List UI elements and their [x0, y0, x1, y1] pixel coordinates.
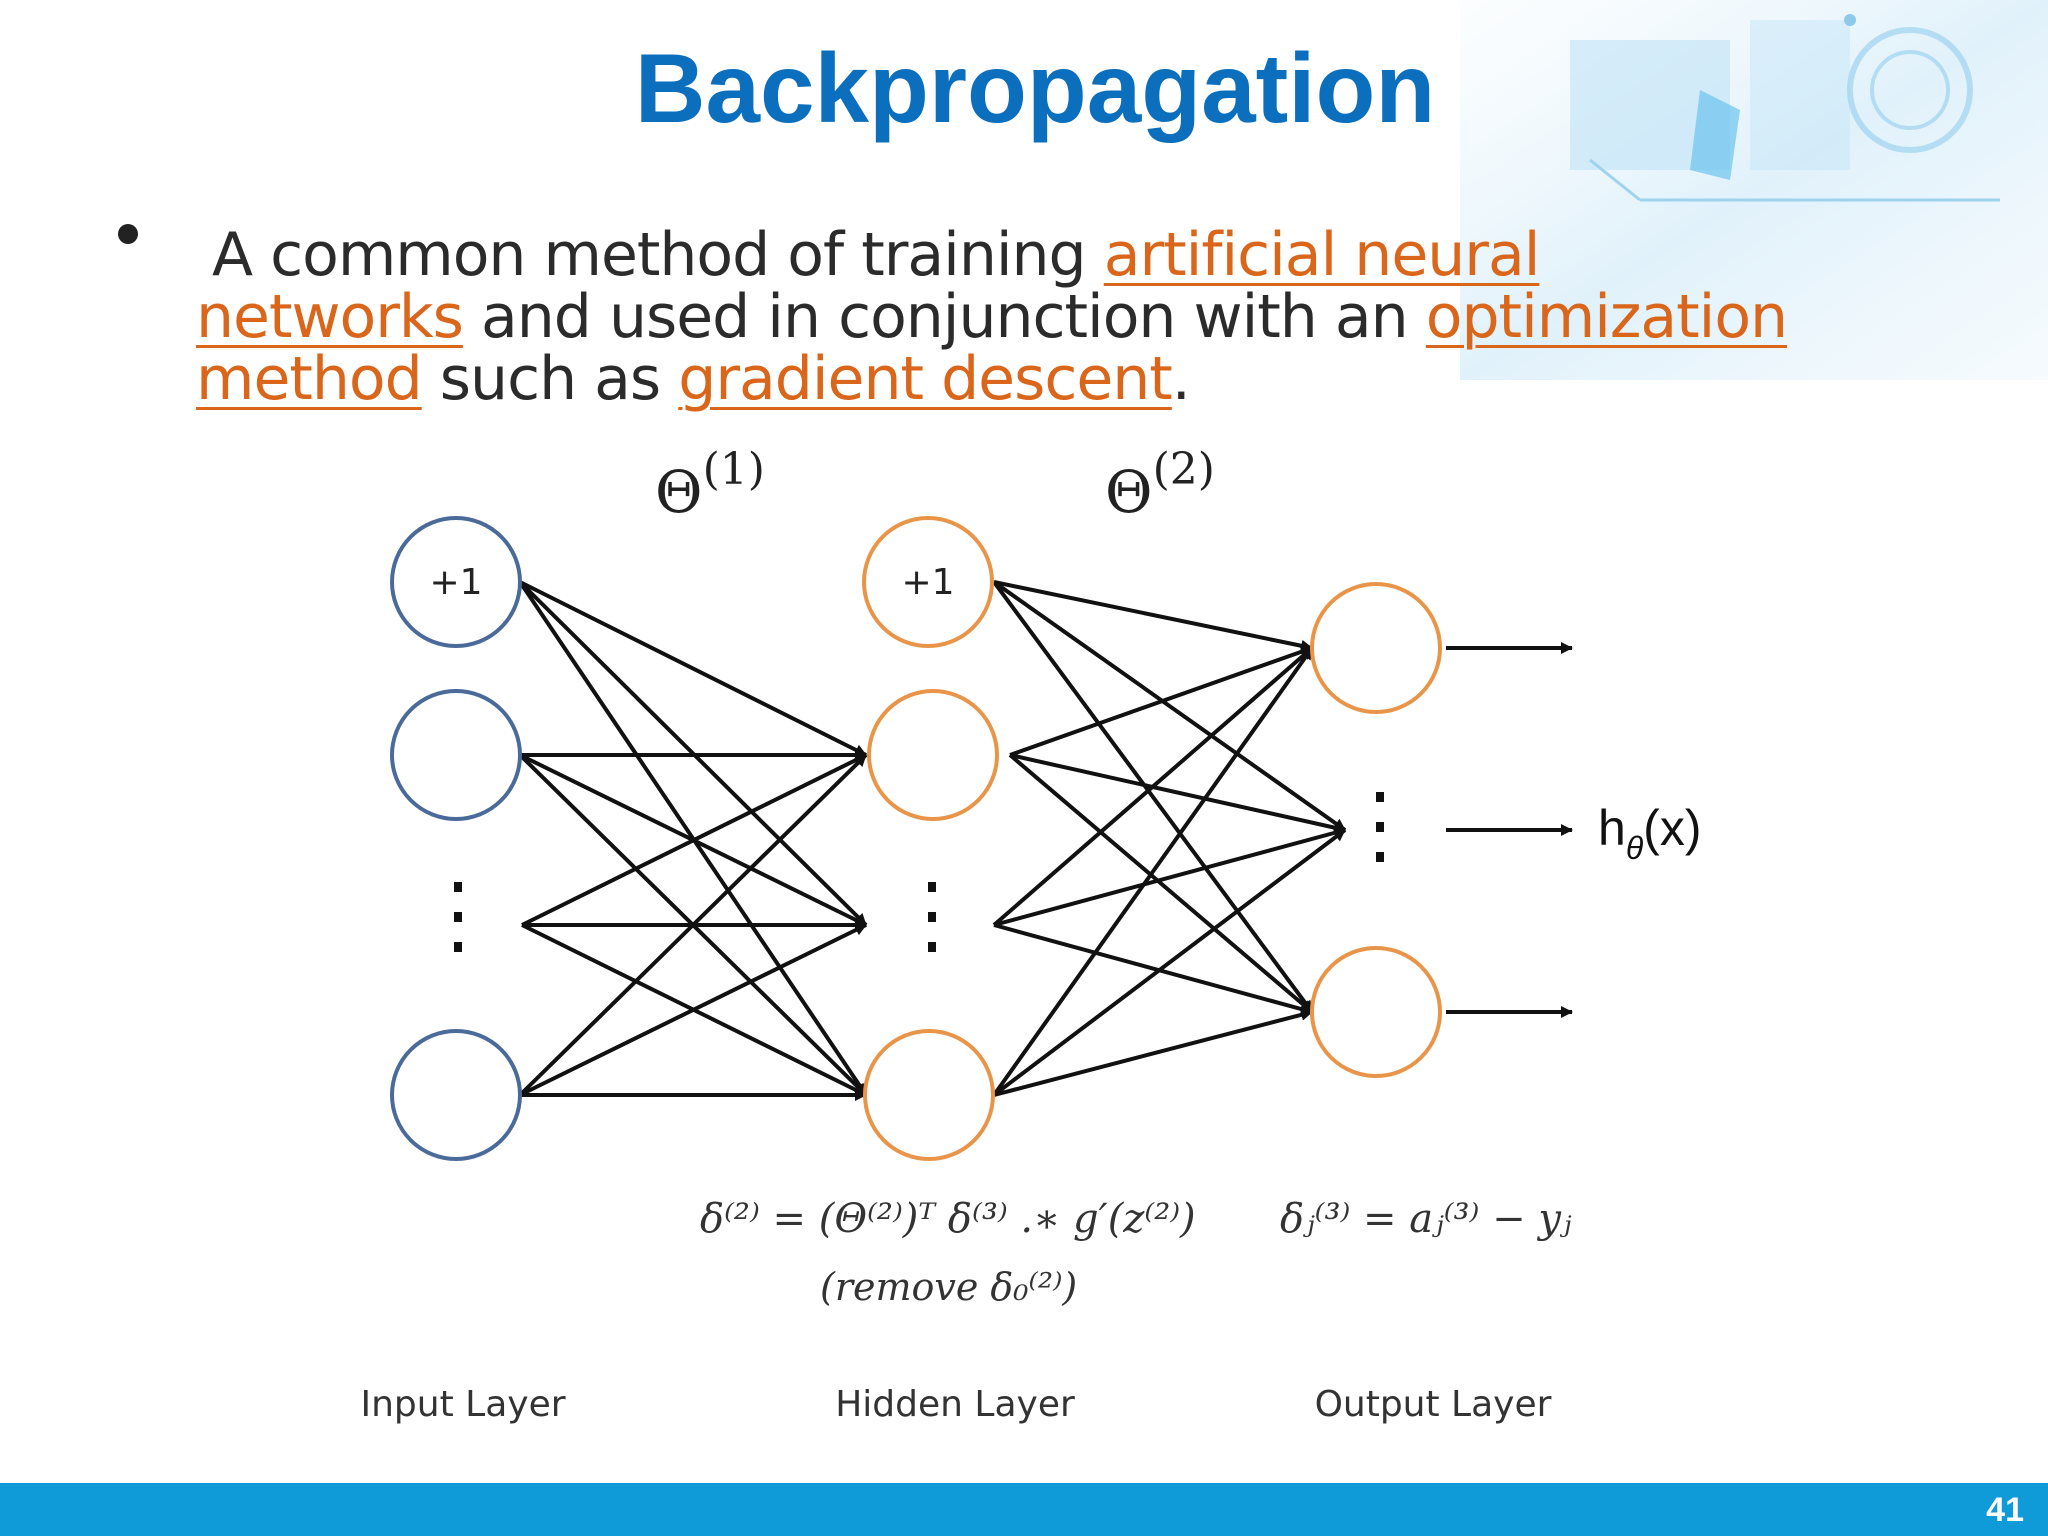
remove-bias-note: (remove δ₀⁽²⁾) [820, 1265, 1077, 1309]
link-optimization-method[interactable]: optimization [1425, 282, 1788, 352]
weight-edge [1008, 753, 1314, 1014]
output-node [1310, 582, 1442, 714]
bullet-text-end: . [1171, 344, 1191, 414]
input-bias-node [390, 516, 522, 648]
slide-title: Backpropagation [634, 33, 1436, 143]
output-layer-label: Output Layer [1315, 1384, 1552, 1425]
weight-edge [521, 753, 867, 927]
weight-edge [993, 1008, 1313, 1097]
input-node [390, 689, 522, 821]
weight-edge [993, 923, 1313, 1015]
hidden-ellipsis [928, 882, 936, 952]
link-artificial-neural-networks-cont[interactable]: networks [196, 282, 464, 352]
bullet-point [118, 224, 138, 244]
weight-edge [993, 580, 1313, 652]
hidden-layer-label: Hidden Layer [835, 1384, 1075, 1425]
bullet-text-3: such as [421, 344, 679, 414]
hidden-node [863, 1029, 995, 1161]
theta-2-label: Θ(2) [1105, 444, 1215, 526]
background-decoration [1460, 0, 2048, 380]
weight-edge [519, 580, 867, 757]
output-node [1310, 946, 1442, 1078]
footer-bar: 41 [0, 1483, 2048, 1536]
weight-edge [1009, 646, 1313, 757]
delta2-formula: δ⁽²⁾ = (Θ⁽²⁾)ᵀ δ⁽³⁾ .∗ g′(z⁽²⁾) [700, 1196, 1196, 1242]
theta-1-label: Θ(1) [655, 444, 765, 526]
page-number: 41 [1986, 1491, 2024, 1529]
weight-edge [992, 580, 1314, 1014]
input-bias-label: +1 [429, 562, 482, 603]
weight-edge [518, 753, 868, 1097]
input-node [390, 1029, 522, 1161]
weight-edge [992, 828, 1347, 1097]
link-optimization-method-cont[interactable]: method [196, 344, 423, 414]
neural-network-diagram: Θ(1) Θ(2) +1 +1 hθ(x) δ⁽²⁾ = (Θ⁽²⁾)ᵀ δ⁽³… [360, 444, 1701, 1425]
hidden-node [867, 689, 999, 821]
weight-edge [992, 646, 1314, 927]
weight-edge [992, 646, 1314, 1097]
network-edges [518, 580, 1347, 1101]
bullet-paragraph: A common method of training artificial n… [196, 224, 1846, 410]
input-layer-label: Input Layer [360, 1384, 565, 1425]
link-artificial-neural-networks[interactable]: artificial neural [1103, 220, 1541, 290]
input-ellipsis [454, 882, 462, 952]
hypothesis-label: hθ(x) [1598, 800, 1701, 866]
bullet-text-1: A common method of training [212, 220, 1104, 290]
weight-edge [993, 827, 1346, 927]
weight-edge [1009, 753, 1346, 834]
bullet-text-2: and used in conjunction with an [462, 282, 1426, 352]
delta3-formula: δⱼ⁽³⁾ = aⱼ⁽³⁾ − yⱼ [1280, 1196, 1572, 1242]
weight-edge [992, 580, 1347, 832]
output-ellipsis [1376, 792, 1384, 862]
link-gradient-descent[interactable]: gradient descent [678, 344, 1173, 414]
hidden-bias-node [862, 516, 994, 648]
hidden-bias-label: +1 [901, 562, 954, 603]
weight-edge [519, 923, 867, 1097]
